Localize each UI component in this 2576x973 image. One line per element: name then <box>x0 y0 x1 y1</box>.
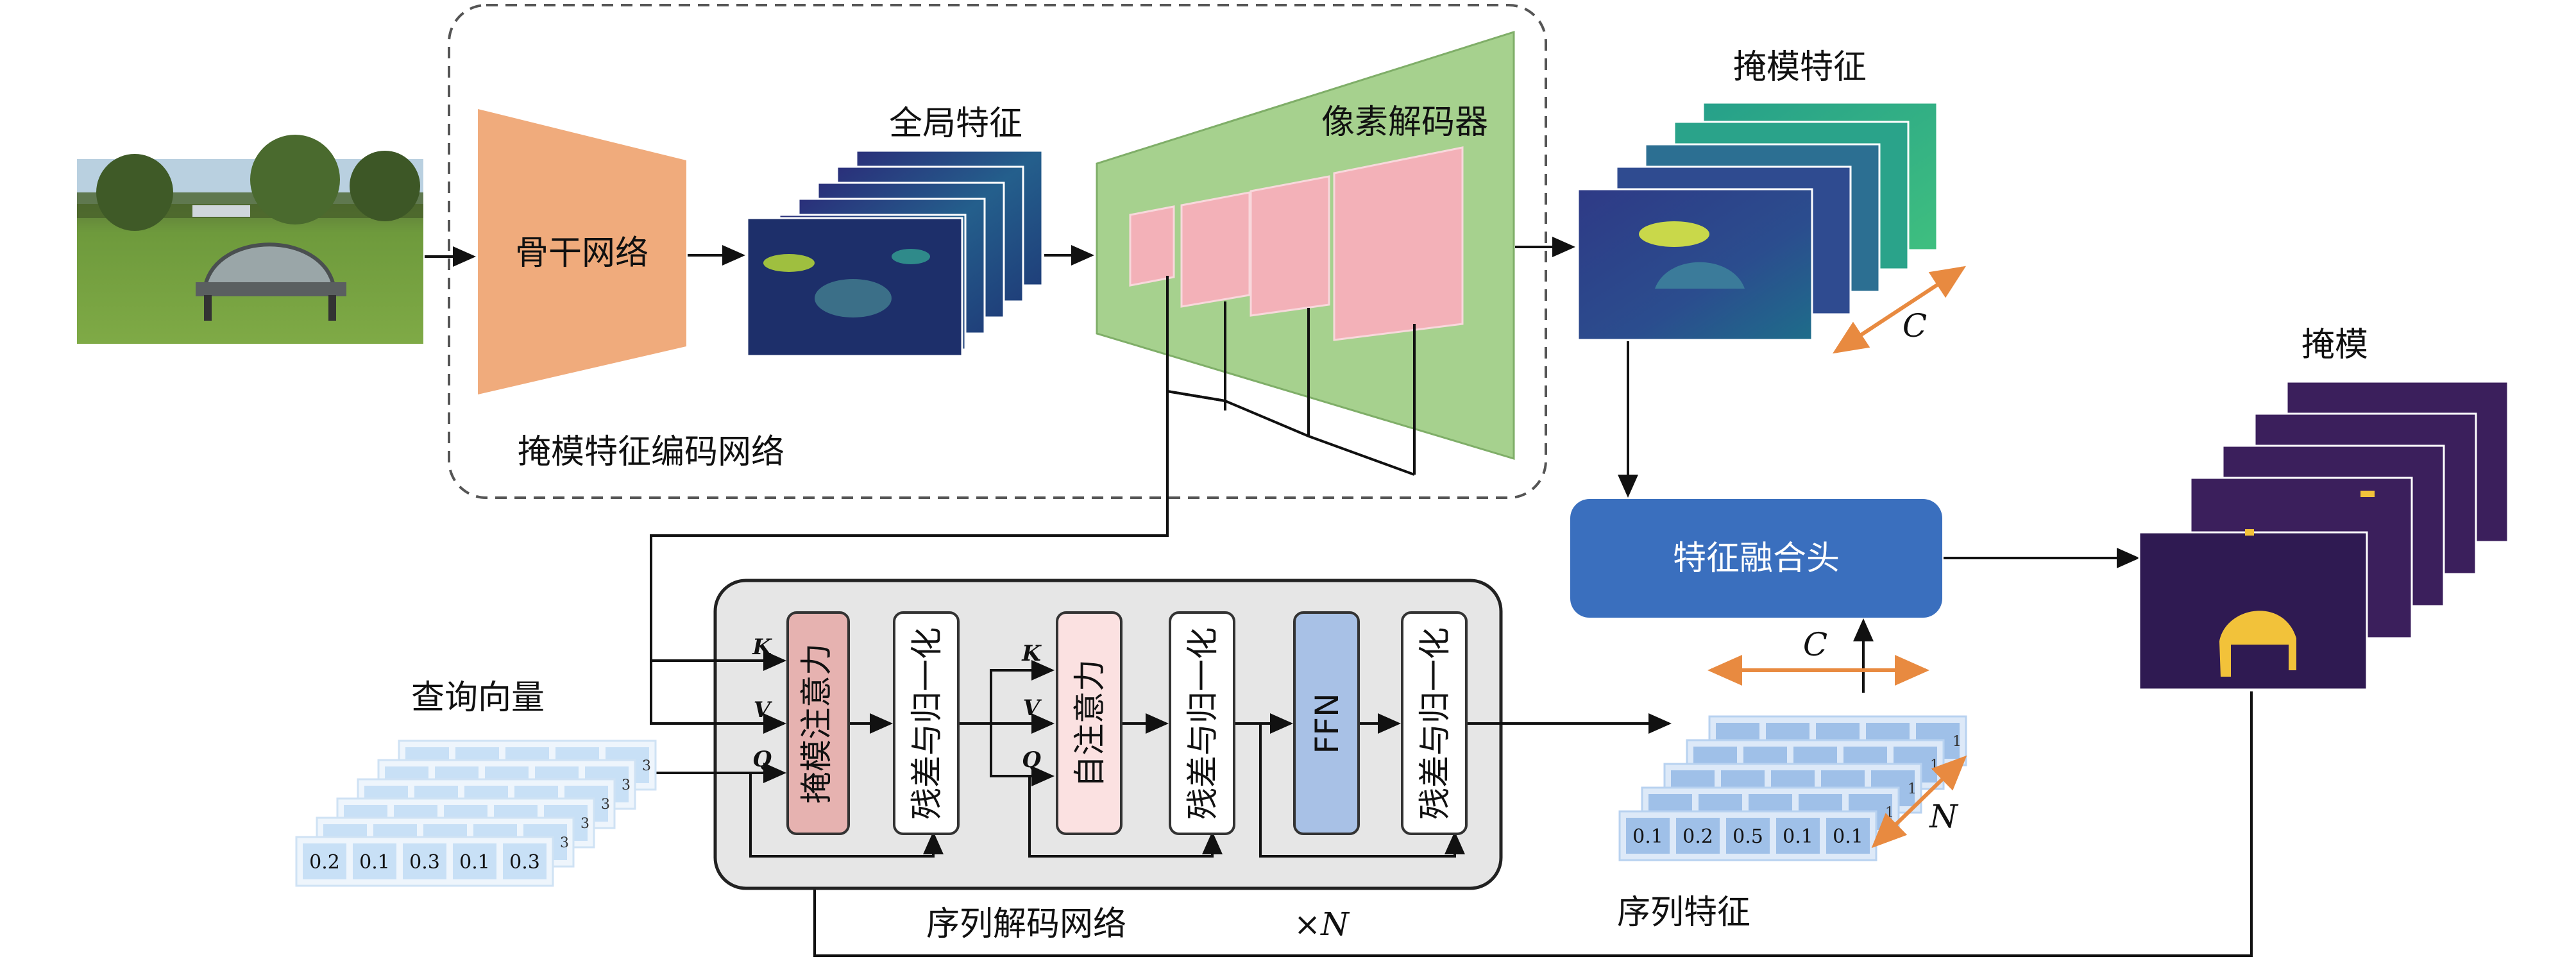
feature-fusion-head <box>1570 499 1942 618</box>
mask-attention-label: 掩模注意力 <box>798 643 835 804</box>
pixel-decoder-label: 像素解码器 <box>1321 103 1488 142</box>
feed-v <box>650 661 786 734</box>
residual-norm-block-1 <box>893 611 960 835</box>
backbone-block <box>478 109 686 394</box>
query-value: 0.2 <box>309 851 340 874</box>
query-edge-value: 3 <box>622 777 631 793</box>
seq-value: 0.2 <box>1682 825 1713 848</box>
residual-norm-label-3: 残差与归一化 <box>1416 627 1453 820</box>
k-label-1: K <box>752 634 772 660</box>
query-residual-1 <box>749 773 944 858</box>
repeat-label: ×N <box>1294 906 1350 943</box>
query-value: 0.3 <box>509 851 540 874</box>
seq-value: 0.5 <box>1733 825 1763 848</box>
query-edge-value: 3 <box>580 816 589 832</box>
feed-q-2 <box>990 723 1055 786</box>
self-attention-label: 自注意力 <box>1071 659 1108 788</box>
residual-norm-label-2: 残差与归一化 <box>1184 627 1221 820</box>
v-label-2: V <box>1023 695 1042 721</box>
sequence-decoder-label: 序列解码网络 <box>926 905 1126 943</box>
decoder-map-feed <box>650 401 1169 661</box>
pixel-decoder-feature-maps <box>1129 146 1464 341</box>
q-label-1: Q <box>752 747 772 772</box>
seq-cell <box>1676 818 1720 854</box>
residual-norm-label-1: 残差与归一化 <box>908 627 945 820</box>
backbone-label: 骨干网络 <box>515 234 648 273</box>
feature-fusion-head-label: 特征融合头 <box>1673 539 1840 578</box>
seq-edge-value: 1 <box>1885 805 1894 821</box>
ffn-block <box>1293 611 1360 835</box>
mask-features-c-arrow <box>1832 266 1967 354</box>
mask-feedback-loop <box>804 691 2253 957</box>
decoder-map-taps <box>1166 276 1416 476</box>
residual-norm-block-2 <box>1169 611 1235 835</box>
query-cell <box>403 843 446 879</box>
query-cell <box>453 843 496 879</box>
query-vectors-label: 查询向量 <box>411 679 545 717</box>
input-image <box>77 135 423 344</box>
query-cell <box>503 843 547 879</box>
residual-norm-block-3 <box>1401 611 1468 835</box>
v-label-1: V <box>754 697 773 723</box>
encoder-region <box>448 4 1547 499</box>
seq-cell <box>1776 818 1820 854</box>
encoder-region-label: 掩模特征编码网络 <box>518 433 784 471</box>
seq-edge-value: 1 <box>1908 781 1917 797</box>
self-attention-block <box>1056 611 1123 835</box>
seqfeat-dim-n: N <box>1929 798 1959 835</box>
sequence-features-label: 序列特征 <box>1617 893 1750 932</box>
query-edge-value: 3 <box>601 797 610 813</box>
ffn-label: FFN <box>1309 693 1346 754</box>
residual-2 <box>1028 776 1223 858</box>
seq-edge-value: 1 <box>1930 757 1939 774</box>
mask-feature-stack <box>1577 101 1938 341</box>
residual-3 <box>1259 723 1465 858</box>
seqfeat-n-arrow <box>1871 755 1967 849</box>
query-cell <box>353 843 396 879</box>
q-label-2: Q <box>1022 747 1041 773</box>
query-edge-value: 3 <box>560 835 569 851</box>
query-value: 0.1 <box>359 851 390 874</box>
seq-edge-value: 1 <box>1953 734 1962 750</box>
query-cell <box>303 843 346 879</box>
seq-value: 0.1 <box>1632 825 1663 848</box>
mask-features-dim-c: C <box>1902 307 1927 344</box>
seq-cell <box>1826 818 1870 854</box>
mask-features-label: 掩模特征 <box>1733 48 1867 87</box>
query-value: 0.3 <box>409 851 440 874</box>
output-mask-stack <box>2138 380 2509 691</box>
seqfeat-dim-c: C <box>1803 626 1827 663</box>
query-value: 0.1 <box>459 851 490 874</box>
mask-attention-block <box>786 611 850 835</box>
global-features-label: 全局特征 <box>889 105 1022 143</box>
k-label-2: K <box>1021 641 1042 666</box>
masks-label: 掩模 <box>2301 326 2368 364</box>
feed-k-2 <box>990 660 1055 723</box>
seq-cell <box>1726 818 1770 854</box>
seq-cell <box>1626 818 1670 854</box>
global-feature-stack <box>746 149 1044 357</box>
query-edge-value: 3 <box>642 758 651 774</box>
seq-value: 0.1 <box>1783 825 1813 848</box>
seq-value: 0.1 <box>1833 825 1863 848</box>
